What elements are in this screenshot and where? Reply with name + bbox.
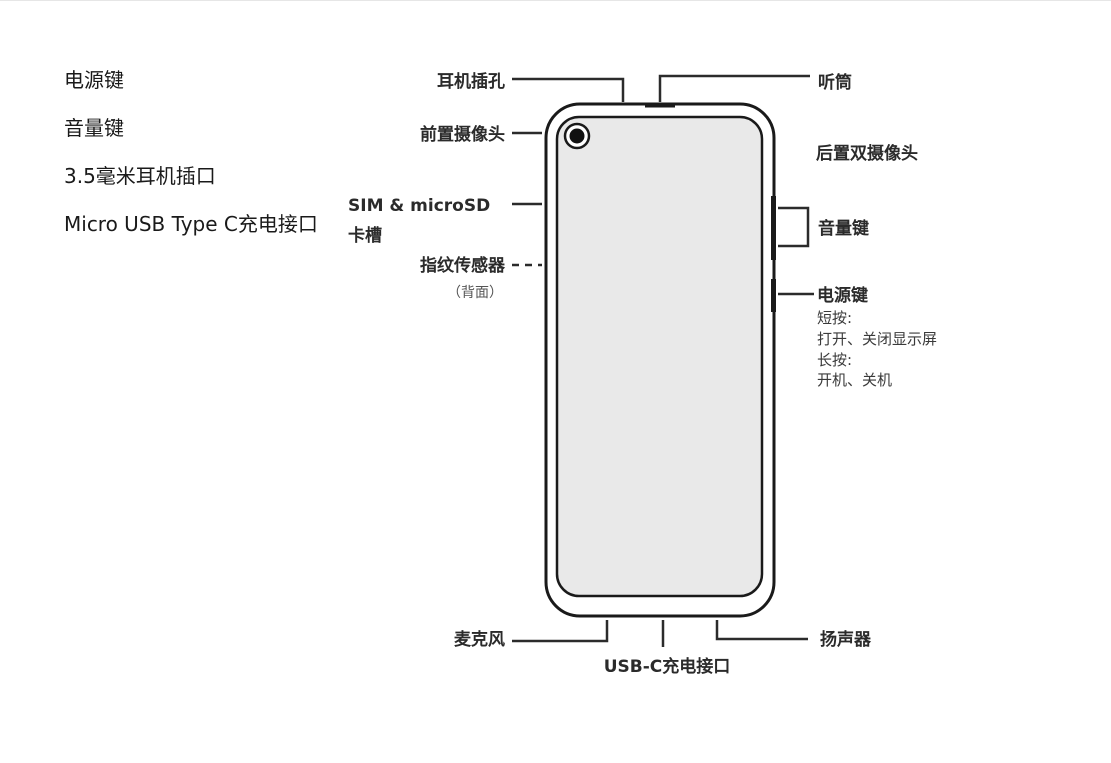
- microphone-label: 麦克风: [454, 629, 505, 650]
- earpiece-leader: [658, 74, 810, 102]
- usb-c-label: USB-C充电接口: [604, 656, 731, 677]
- volume-leader: [778, 206, 810, 248]
- top-divider: [0, 0, 1111, 1]
- sim-label-line2: 卡槽: [348, 225, 382, 246]
- phone-body-group: [544, 102, 776, 618]
- fingerprint-note: （背面）: [447, 285, 503, 301]
- rear-camera-label: 后置双摄像头: [816, 143, 918, 164]
- fingerprint-label: 指纹传感器: [420, 255, 506, 276]
- headphone-jack-label: 耳机插孔: [437, 71, 505, 92]
- phone-screen: [555, 115, 764, 598]
- volume-key-label: 音量键: [818, 218, 869, 239]
- speaker-leader: [715, 620, 808, 641]
- earpiece-label: 听筒: [818, 72, 852, 93]
- speaker-label: 扬声器: [820, 629, 872, 650]
- feature-power-key: 电源键: [64, 68, 124, 92]
- front-camera-inner: [569, 128, 585, 144]
- headphone-jack-leader: [512, 77, 625, 102]
- feature-volume-key: 音量键: [64, 116, 124, 140]
- sim-label-line1: SIM & microSD: [348, 196, 490, 216]
- feature-usb-port: Micro USB Type C充电接口: [64, 212, 318, 236]
- volume-button: [771, 196, 776, 260]
- front-camera-label: 前置摄像头: [420, 124, 505, 145]
- microphone-leader: [512, 620, 609, 643]
- power-short-desc: 打开、关闭显示屏: [817, 330, 937, 348]
- power-short-title: 短按:: [817, 309, 852, 327]
- power-key-label: 电源键: [817, 285, 868, 306]
- power-long-desc: 开机、关机: [817, 371, 892, 389]
- feature-list: 电源键 音量键 3.5毫米耳机插口 Micro USB Type C充电接口: [64, 68, 318, 260]
- power-long-title: 长按:: [817, 351, 852, 369]
- power-button: [771, 279, 776, 312]
- feature-headphone-jack: 3.5毫米耳机插口: [64, 164, 216, 188]
